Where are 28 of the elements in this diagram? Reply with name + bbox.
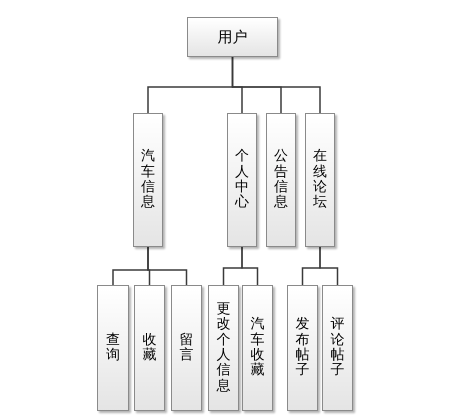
node-box: [208, 285, 239, 411]
node-box: [242, 285, 273, 411]
node-label: 汽车收藏: [250, 317, 264, 379]
node-label: 留言: [180, 332, 194, 364]
connector-line: [241, 247, 258, 285]
node-box: [133, 113, 163, 247]
node-box: [266, 113, 296, 247]
node-box: [171, 285, 202, 411]
connector-line: [319, 247, 338, 285]
node-label: 汽车信息: [141, 149, 155, 211]
node-box: [305, 113, 335, 247]
node-box: [227, 113, 257, 247]
connector-line: [147, 247, 188, 285]
node-label: 个人中心: [235, 149, 249, 211]
node-label: 更改个人信息: [216, 302, 230, 394]
node-box: [187, 17, 278, 57]
node-box: [287, 285, 318, 411]
node-label: 在线论坛: [313, 149, 327, 211]
node-label: 用户: [218, 26, 248, 48]
node-label: 查询: [106, 332, 120, 364]
connector-line: [232, 57, 321, 113]
node-label: 公告信息: [274, 149, 288, 211]
node-box: [322, 285, 353, 411]
node-label: 评论帖子: [330, 317, 344, 379]
node-label: 发布帖子: [296, 317, 310, 379]
node-box: [97, 285, 129, 411]
node-label: 收藏: [142, 332, 156, 364]
node-box: [134, 285, 165, 411]
